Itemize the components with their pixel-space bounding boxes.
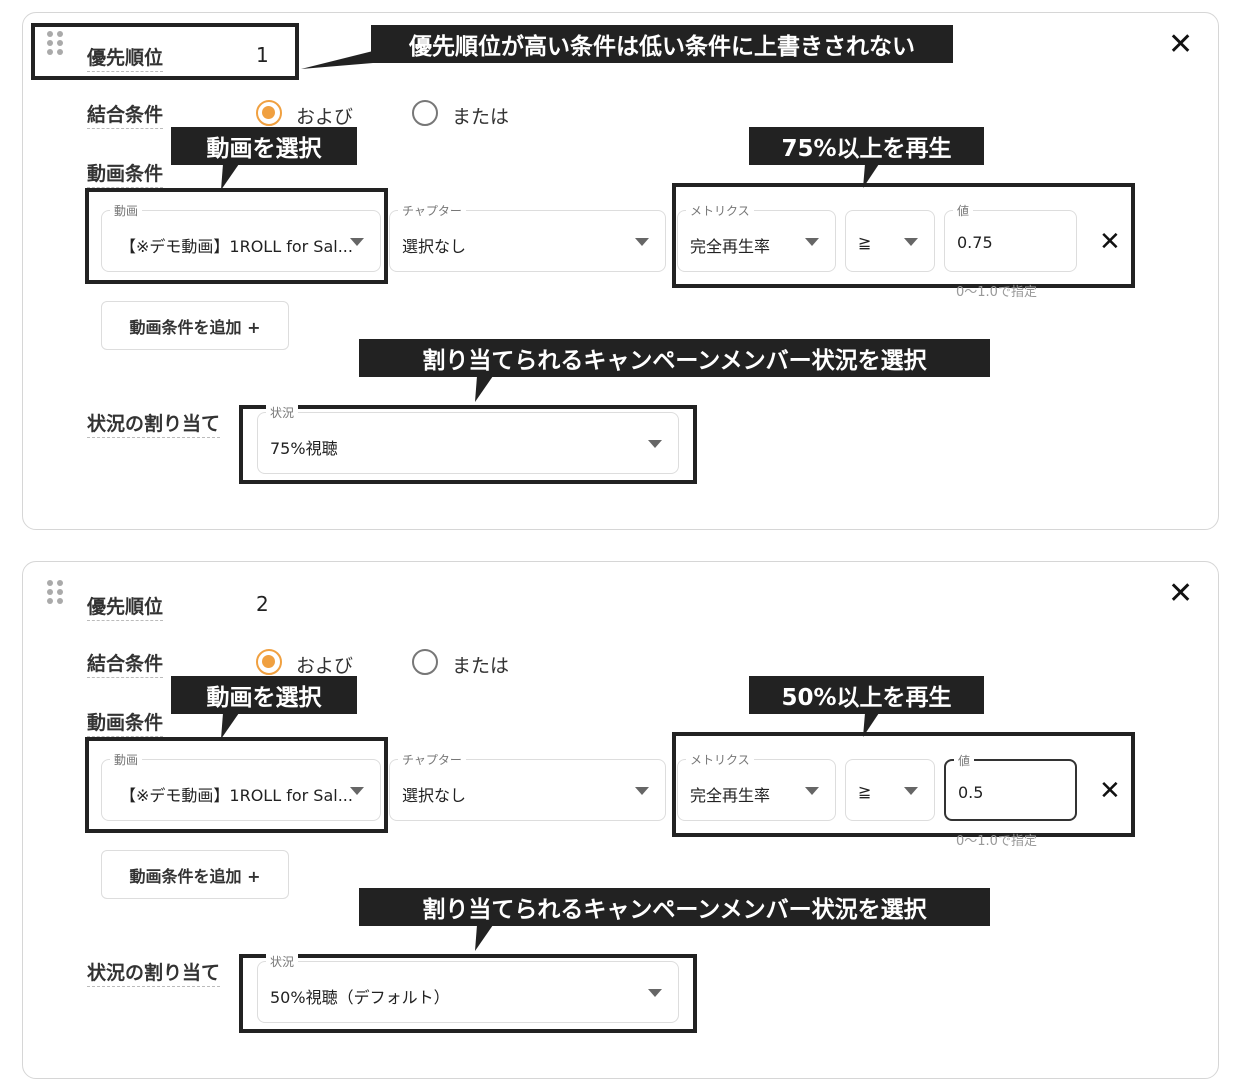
status-callout: 割り当てられるキャンペーンメンバー状況を選択 — [359, 339, 990, 377]
status-field-label: 状況 — [266, 953, 299, 970]
drag-handle-icon[interactable] — [47, 31, 63, 55]
metric-field-label: メトリクス — [686, 751, 754, 768]
annotation-frame — [85, 737, 388, 833]
value-field-label: 値 — [953, 202, 974, 219]
status-field-label: 状況 — [266, 404, 299, 421]
callout-pointer — [301, 51, 373, 69]
radio-or-label: または — [452, 106, 510, 128]
chevron-down-icon — [350, 787, 364, 795]
close-icon[interactable]: ✕ — [1168, 576, 1194, 611]
operator-field-value: ≧ — [858, 233, 872, 252]
video-select[interactable]: 動画 【※デモ動画】1ROLL for Sal... — [101, 202, 381, 272]
status-callout: 割り当てられるキャンペーンメンバー状況を選択 — [359, 888, 990, 926]
chevron-down-icon — [805, 238, 819, 246]
chevron-down-icon — [648, 989, 662, 997]
remove-condition-icon[interactable]: ✕ — [1099, 227, 1121, 257]
chevron-down-icon — [904, 238, 918, 246]
metric-callout: 50%以上を再生 — [749, 676, 984, 714]
condition-card: 優先順位 2 ✕ 結合条件 および または 動画条件 動画を選択 動画 【※デモ… — [22, 561, 1219, 1079]
callout-pointer — [221, 164, 239, 190]
value-input[interactable]: 値 0.75 — [944, 202, 1077, 272]
add-video-condition-button[interactable]: 動画条件を追加 + — [101, 850, 289, 899]
status-field-value: 75%視聴 — [270, 439, 338, 458]
chapter-field-label: チャプター — [398, 751, 466, 768]
radio-and[interactable] — [256, 100, 282, 126]
status-select[interactable]: 状況 75%視聴 — [257, 404, 679, 474]
callout-pointer — [475, 925, 493, 951]
value-helper-text: 0～1.0で指定 — [956, 834, 1037, 849]
chevron-down-icon — [635, 787, 649, 795]
metric-field-value: 完全再生率 — [690, 786, 771, 805]
status-assign-label: 状況の割り当て — [87, 958, 221, 987]
chapter-field-value: 選択なし — [402, 237, 467, 256]
annotation-frame — [672, 183, 1135, 288]
callout-pointer — [475, 376, 493, 402]
video-callout: 動画を選択 — [171, 127, 357, 165]
annotation-frame — [85, 188, 388, 284]
video-select[interactable]: 動画 【※デモ動画】1ROLL for Sal... — [101, 751, 381, 821]
radio-and-label: および — [296, 106, 354, 128]
radio-or-label: または — [452, 655, 510, 677]
annotation-frame — [239, 405, 697, 484]
metric-select[interactable]: メトリクス 完全再生率 — [677, 751, 836, 821]
operator-field-value: ≧ — [858, 782, 872, 801]
priority-value: 2 — [256, 592, 269, 616]
chapter-field-value: 選択なし — [402, 786, 467, 805]
chapter-field-label: チャプター — [398, 202, 466, 219]
priority-label: 優先順位 — [87, 592, 164, 621]
priority-callout: 優先順位が高い条件は低い条件に上書きされない — [371, 25, 953, 63]
video-callout: 動画を選択 — [171, 676, 357, 714]
callout-pointer — [221, 713, 239, 739]
status-select[interactable]: 状況 50%視聴（デフォルト） — [257, 953, 679, 1023]
chevron-down-icon — [350, 238, 364, 246]
operator-select[interactable]: ≧ — [845, 759, 935, 821]
video-field-value: 【※デモ動画】1ROLL for Sal... — [120, 237, 353, 256]
value-helper-text: 0～1.0で指定 — [956, 285, 1037, 300]
add-video-condition-button[interactable]: 動画条件を追加 + — [101, 301, 289, 350]
video-field-label: 動画 — [110, 751, 143, 768]
remove-condition-icon[interactable]: ✕ — [1099, 776, 1121, 806]
join-label: 結合条件 — [87, 100, 164, 129]
value-input[interactable]: 値 0.5 — [944, 752, 1077, 821]
video-field-label: 動画 — [110, 202, 143, 219]
chapter-select[interactable]: チャプター 選択なし — [389, 202, 666, 272]
operator-select[interactable]: ≧ — [845, 210, 935, 272]
metric-field-value: 完全再生率 — [690, 237, 771, 256]
chevron-down-icon — [805, 787, 819, 795]
chevron-down-icon — [635, 238, 649, 246]
video-condition-label: 動画条件 — [87, 708, 164, 737]
value-field-value[interactable]: 0.5 — [958, 783, 984, 802]
metric-field-label: メトリクス — [686, 202, 754, 219]
callout-pointer — [863, 713, 879, 737]
chevron-down-icon — [648, 440, 662, 448]
status-assign-label: 状況の割り当て — [87, 409, 221, 438]
metric-callout: 75%以上を再生 — [749, 127, 984, 165]
radio-and[interactable] — [256, 649, 282, 675]
drag-handle-icon[interactable] — [47, 580, 63, 604]
callout-pointer — [863, 164, 879, 188]
video-field-value: 【※デモ動画】1ROLL for Sal... — [120, 786, 353, 805]
chapter-select[interactable]: チャプター 選択なし — [389, 751, 666, 821]
metric-select[interactable]: メトリクス 完全再生率 — [677, 202, 836, 272]
annotation-frame — [672, 732, 1135, 837]
radio-or[interactable] — [412, 100, 438, 126]
join-label: 結合条件 — [87, 649, 164, 678]
video-condition-label: 動画条件 — [87, 159, 164, 188]
radio-and-label: および — [296, 655, 354, 677]
radio-or[interactable] — [412, 649, 438, 675]
status-field-value: 50%視聴（デフォルト） — [270, 988, 450, 1007]
condition-card: 優先順位 1 優先順位が高い条件は低い条件に上書きされない ✕ 結合条件 および… — [22, 12, 1219, 530]
annotation-frame — [239, 954, 697, 1033]
priority-value: 1 — [256, 43, 269, 67]
priority-label: 優先順位 — [87, 43, 164, 72]
value-field-label: 値 — [954, 752, 975, 769]
close-icon[interactable]: ✕ — [1168, 27, 1194, 62]
annotation-frame — [31, 23, 299, 80]
chevron-down-icon — [904, 787, 918, 795]
value-field-value[interactable]: 0.75 — [957, 233, 993, 252]
